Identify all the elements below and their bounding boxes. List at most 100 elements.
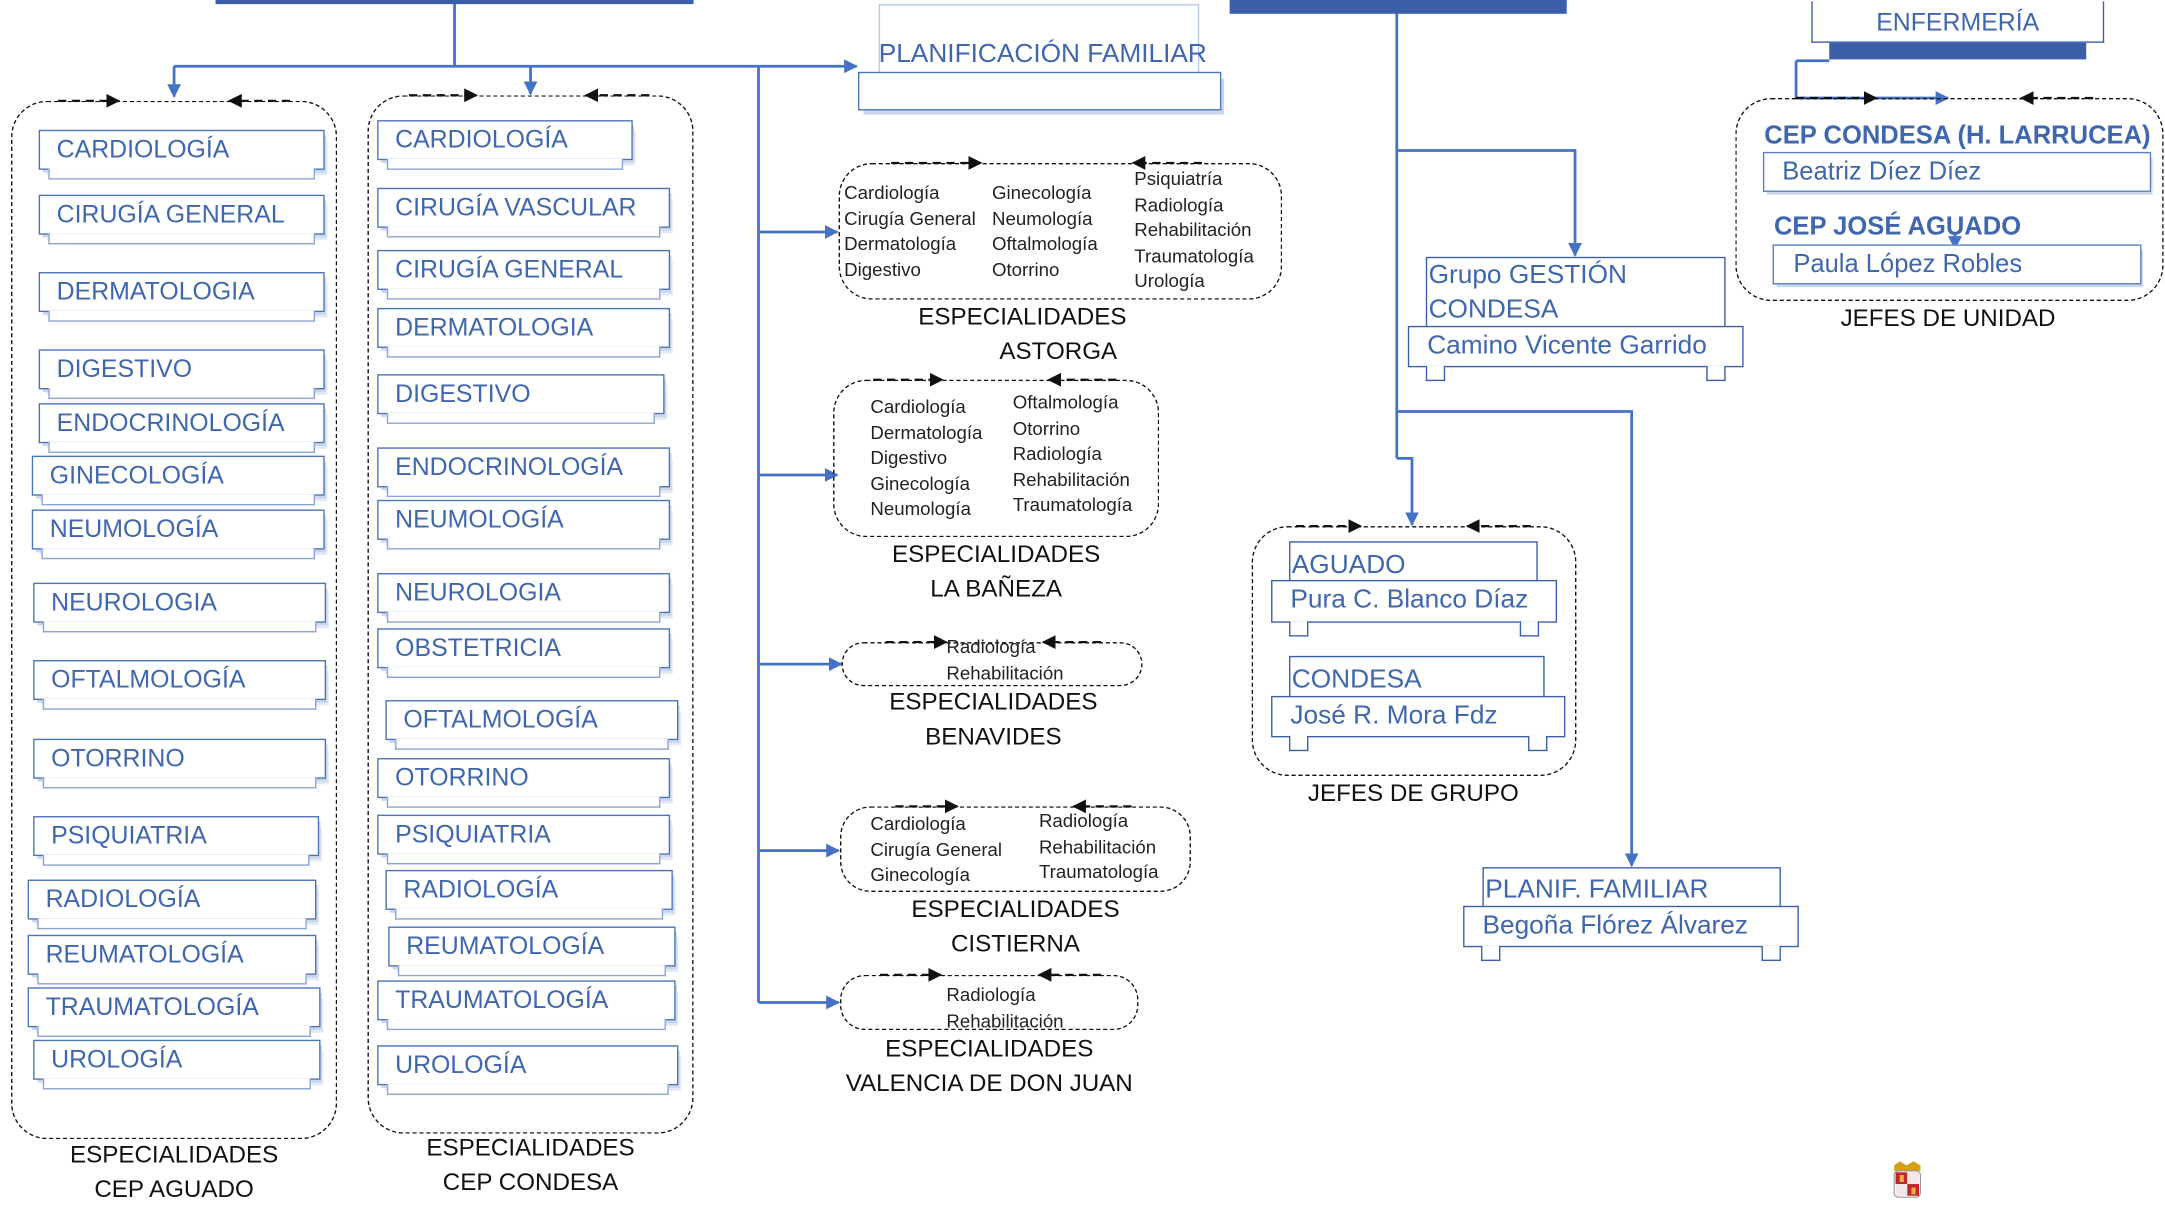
cep-aguado-specialty-item: OFTALMOLOGÍA [33, 660, 327, 710]
condesa-header: CONDESA [1289, 655, 1545, 699]
cep-condesa-name-box [1762, 151, 2152, 192]
cep-aguado-group [11, 100, 338, 1140]
planificacion-ribbon [857, 71, 1222, 111]
specialty-entry: Digestivo [870, 447, 948, 469]
specialty-entry: Oftalmología [991, 233, 1098, 255]
labaneza-group [833, 379, 1160, 538]
cep-aguado-specialty-item: ENDOCRINOLOGÍA [38, 403, 325, 453]
specialty-entry: Radiología [946, 984, 1036, 1006]
astorga-group [838, 162, 1283, 300]
cep-aguado-specialty-item: OTORRINO [33, 738, 327, 789]
specialty-entry: Radiología [1038, 810, 1129, 832]
specialty-entry: Ginecología [991, 182, 1092, 203]
specialty-entry: Otorrino [1012, 417, 1081, 439]
planif-familiar-header: PLANIF. FAMILIAR [1482, 867, 1781, 909]
cep-aguado-specialty-item: CIRUGÍA GENERAL [38, 194, 325, 245]
cep-aguado-specialty-item: UROLOGÍA [33, 1039, 321, 1090]
cep-aguado-name: Paula López Robles [1793, 248, 2023, 278]
cep-condesa-group [367, 95, 694, 1134]
cep-condesa-specialty-item: CIRUGÍA VASCULAR [377, 187, 671, 238]
cep-condesa-specialty-item: NEUMOLOGÍA [377, 499, 671, 550]
cep-condesa-specialty-item: OTORRINO [377, 758, 671, 808]
cep-condesa-specialty-item: REUMATOLOGÍA [388, 926, 676, 977]
cep-aguado-specialty-item: RADIOLOGÍA [27, 879, 317, 930]
specialty-entry: Ginecología [870, 864, 970, 886]
cep-aguado-specialty-item: DIGESTIVO [38, 349, 325, 400]
cep-condesa-specialty-item: PSIQUIATRIA [377, 814, 671, 865]
planif-familiar-name: Begoña Flórez Álvarez [1463, 905, 1799, 962]
crest-icon [1893, 1161, 1921, 1198]
top-center-bar [1229, 0, 1567, 14]
labaneza-caption: ESPECIALIDADES LA BAÑEZA [891, 539, 1101, 603]
aguado-header: AGUADO [1289, 541, 1538, 583]
specialty-entry: Neumología [870, 498, 971, 520]
valencia-caption: ESPECIALIDADES VALENCIA DE DON JUAN [845, 1034, 1133, 1097]
enfermeria-bar [1829, 42, 2087, 60]
specialty-entry: Ginecología [870, 472, 970, 494]
specialty-entry: Traumatología [1012, 494, 1133, 516]
valencia-group [840, 974, 1139, 1031]
cep-aguado-name-box [1772, 244, 2142, 285]
cistierna-group [840, 806, 1191, 892]
benavides-caption: ESPECIALIDADES BENAVIDES [889, 687, 1098, 750]
astorga-caption: ESPECIALIDADES ASTORGA [918, 302, 1127, 365]
jefes-unidad-group [1735, 98, 2164, 302]
cep-condesa-specialty-item: CIRUGÍA GENERAL [377, 249, 671, 300]
enfermeria-label: ENFERMERÍA [1876, 8, 2040, 36]
specialty-entry: Cirugía General [870, 838, 1003, 860]
specialty-entry: Urología [1134, 270, 1205, 292]
cep-aguado-specialty-item: GINECOLOGÍA [31, 455, 325, 506]
specialty-entry: Oftalmología [1012, 392, 1119, 413]
specialty-entry: Neumología [991, 207, 1093, 229]
benavides-group [841, 642, 1143, 687]
jefes-grupo-caption: JEFES DE GRUPO [1307, 778, 1519, 807]
cep-condesa-specialty-item: DIGESTIVO [377, 374, 665, 424]
specialty-entry: Rehabilitación [946, 1010, 1064, 1031]
enfermeria-header [1811, 1, 2105, 43]
aguado-name: Pura C. Blanco Díaz [1271, 579, 1558, 637]
specialty-entry: Rehabilitación [1134, 219, 1252, 241]
jefes-grupo-group [1251, 526, 1577, 777]
cep-aguado-caption: ESPECIALIDADES CEP AGUADO [69, 1140, 279, 1203]
specialty-entry: Dermatología [870, 421, 983, 443]
top-left-bar [215, 0, 694, 5]
specialty-entry: Radiología [1134, 194, 1224, 215]
cep-condesa-caption: ESPECIALIDADES CEP CONDESA [426, 1133, 635, 1196]
cep-condesa-specialty-item: ENDOCRINOLOGÍA [377, 447, 671, 498]
cep-aguado-specialty-item: REUMATOLOGÍA [27, 934, 317, 985]
cep-condesa-label: CEP CONDESA (H. LARRUCEA) [1764, 120, 2151, 150]
cep-aguado-specialty-item: NEUMOLOGÍA [31, 509, 325, 560]
cep-condesa-specialty-item: TRAUMATOLOGÍA [377, 980, 676, 1031]
gestion-header: Grupo GESTIÓN CONDESA [1425, 256, 1726, 329]
cep-condesa-specialty-item: DERMATOLOGIA [377, 307, 671, 358]
specialty-entry: Digestivo [844, 258, 921, 280]
specialty-entry: Rehabilitación [946, 662, 1064, 683]
specialty-entry: Cardiología [870, 396, 966, 418]
specialty-entry: Otorrino [991, 258, 1060, 280]
cep-condesa-specialty-item: OFTALMOLOGÍA [385, 700, 679, 750]
cep-condesa-specialty-item: RADIOLOGÍA [385, 869, 673, 920]
cep-aguado-specialty-item: NEUROLOGIA [33, 582, 327, 633]
cep-condesa-specialty-item: NEUROLOGIA [377, 573, 671, 623]
jefes-unidad-caption: JEFES DE UNIDAD [1840, 303, 2056, 332]
cep-aguado-label: CEP JOSÉ AGUADO [1773, 211, 2022, 241]
specialty-entry: Cirugía General [844, 207, 976, 229]
cep-aguado-specialty-item: DERMATOLOGIA [38, 272, 325, 322]
specialty-entry: Rehabilitación [1012, 468, 1130, 490]
cep-condesa-name: Beatriz Díez Díez [1782, 156, 1982, 186]
planificacion-header [878, 4, 1200, 74]
cep-condesa-specialty-item: CARDIOLOGÍA [377, 120, 633, 170]
specialty-entry: Psiquiatría [1134, 168, 1223, 190]
cep-condesa-specialty-item: UROLOGÍA [377, 1045, 679, 1095]
specialty-entry: Radiología [1012, 443, 1102, 464]
specialty-entry: Cardiología [870, 813, 966, 835]
